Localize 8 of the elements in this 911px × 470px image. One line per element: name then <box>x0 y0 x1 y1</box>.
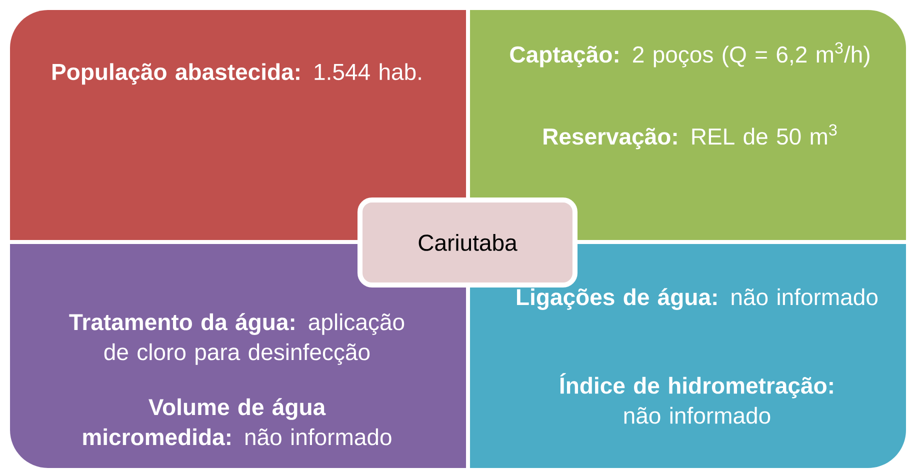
center-box: Cariutaba <box>358 198 578 288</box>
panel-text: Volume de água micromedida: não informado <box>83 398 392 446</box>
panel-text: Reservação: REL de 50 m$^{3}$ <box>544 124 837 150</box>
panel-text: Tratamento da água: aplicação de cloro para desinfecção <box>69 313 404 365</box>
panel-text: Captação: 2 poços (Q = 6,2 m$^{3}$/h) <box>510 42 870 68</box>
panel-text: Ligações de água: não informado <box>517 288 878 310</box>
panel-text: População abastecida: 1.544 hab. <box>52 63 421 85</box>
panel-text: Índice de hidrometração: não informado <box>560 373 833 424</box>
